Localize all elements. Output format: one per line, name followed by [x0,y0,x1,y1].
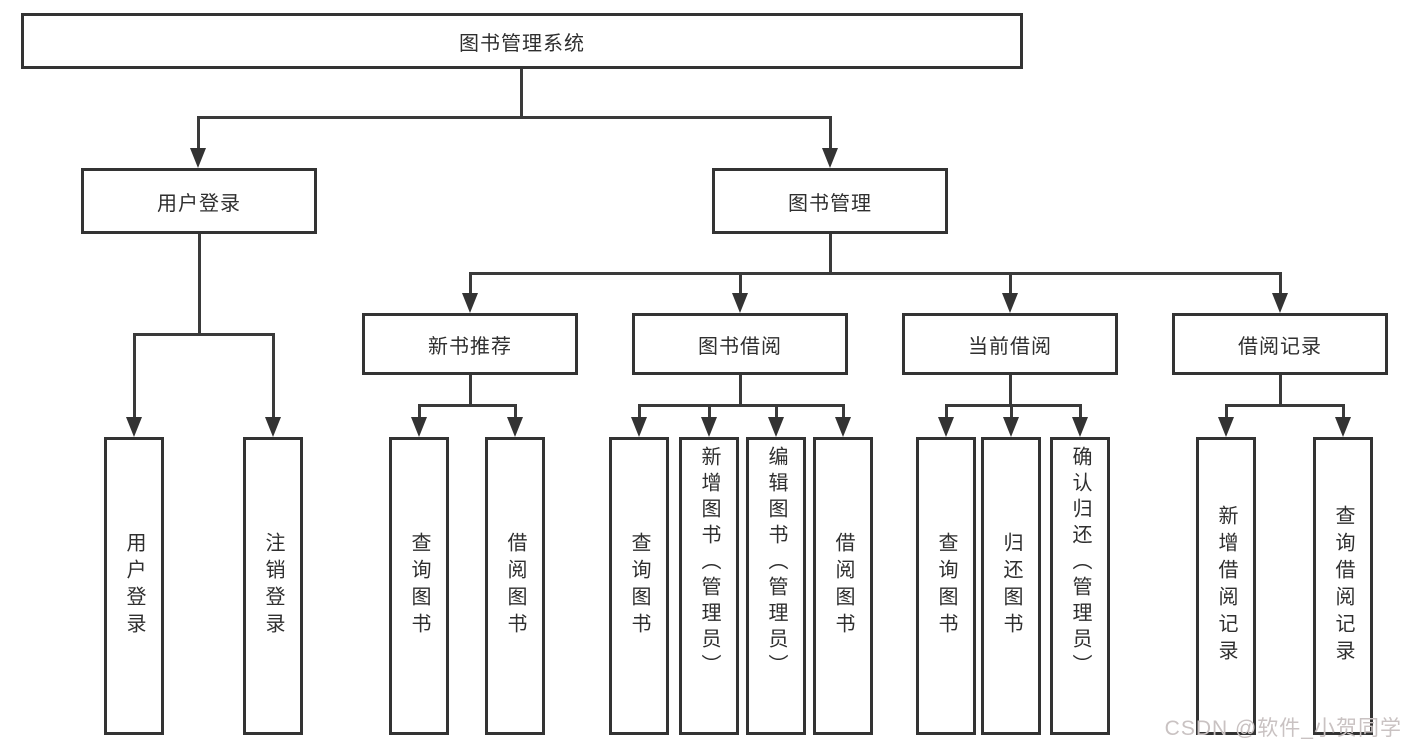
arrow-down-icon [507,417,523,437]
leaf-query-books: 查询图书 [609,437,669,735]
arrow-down-icon [631,417,647,437]
connector-line [198,233,201,336]
connector-line [469,272,472,295]
connector-line [1279,375,1282,407]
node-root-library-system: 图书管理系统 [21,13,1023,69]
arrow-down-icon [938,417,954,437]
connector-line [739,375,742,407]
leaf-edit-books-admin: 编辑图书（管理员） [746,437,806,735]
connector-line [469,272,1282,275]
arrow-down-icon [768,417,784,437]
connector-line [1225,404,1228,419]
arrow-down-icon [1072,417,1088,437]
connector-line [638,404,641,419]
node-label: 用户登录 [157,192,241,215]
leaf-label: 用户登录 [123,532,145,640]
node-user-login: 用户登录 [81,168,317,234]
connector-line [1342,404,1345,419]
leaf-return-books: 归还图书 [981,437,1041,735]
leaf-label: 查询图书 [408,532,430,640]
connector-line [1079,404,1082,419]
node-label: 当前借阅 [968,335,1052,358]
arrow-down-icon [1272,293,1288,313]
connector-line [945,404,948,419]
connector-line [133,333,136,418]
node-label: 图书管理 [788,192,872,215]
connector-line [945,404,1082,407]
connector-line [272,333,275,418]
leaf-logout: 注销登录 [243,437,303,735]
leaf-confirm-return-admin: 确认归还（管理员） [1050,437,1110,735]
arrow-down-icon [1335,417,1351,437]
leaf-label: 编辑图书（管理员） [765,446,787,680]
leaf-label: 注销登录 [262,532,284,640]
arrow-down-icon [701,417,717,437]
connector-line [1279,272,1282,295]
csdn-watermark: CSDN @软件_小贺同学 [1164,717,1402,740]
node-label: 借阅记录 [1238,335,1322,358]
leaf-label: 新增借阅记录 [1215,505,1237,667]
connector-line [829,116,832,150]
node-new-book-recommend: 新书推荐 [362,313,578,375]
connector-line [1225,404,1345,407]
connector-line [197,116,200,150]
arrow-down-icon [1218,417,1234,437]
node-label: 图书管理系统 [459,32,585,55]
connector-line [1010,404,1013,419]
leaf-query-borrow-record: 查询借阅记录 [1313,437,1373,735]
arrow-down-icon [835,417,851,437]
arrow-down-icon [462,293,478,313]
leaf-add-borrow-record: 新增借阅记录 [1196,437,1256,735]
connector-line [418,404,517,407]
connector-line [197,116,832,119]
connector-line [775,404,778,419]
connector-line [1009,375,1012,407]
node-label: 新书推荐 [428,335,512,358]
arrow-down-icon [190,148,206,168]
leaf-borrow-books: 借阅图书 [485,437,545,735]
connector-line [520,69,523,118]
arrow-down-icon [732,293,748,313]
connector-line [842,404,845,419]
leaf-add-books-admin: 新增图书（管理员） [679,437,739,735]
leaf-label: 查询借阅记录 [1332,505,1354,667]
connector-line [638,404,845,407]
leaf-label: 归还图书 [1000,532,1022,640]
node-book-management: 图书管理 [712,168,948,234]
leaf-label: 新增图书（管理员） [698,446,720,680]
node-label: 图书借阅 [698,335,782,358]
leaf-label: 确认归还（管理员） [1069,446,1091,680]
connector-line [418,404,421,419]
leaf-label: 借阅图书 [832,532,854,640]
leaf-query-books: 查询图书 [916,437,976,735]
connector-line [708,404,711,419]
arrow-down-icon [411,417,427,437]
node-book-borrow: 图书借阅 [632,313,848,375]
node-borrow-records: 借阅记录 [1172,313,1388,375]
connector-line [133,333,275,336]
leaf-query-books: 查询图书 [389,437,449,735]
arrow-down-icon [1003,417,1019,437]
connector-line [739,272,742,295]
connector-line [514,404,517,419]
leaf-user-login: 用户登录 [104,437,164,735]
leaf-label: 借阅图书 [504,532,526,640]
node-current-borrow: 当前借阅 [902,313,1118,375]
arrow-down-icon [1002,293,1018,313]
arrow-down-icon [822,148,838,168]
arrow-down-icon [126,417,142,437]
connector-line [829,233,832,275]
arrow-down-icon [265,417,281,437]
leaf-label: 查询图书 [628,532,650,640]
connector-line [469,375,472,407]
connector-line [1009,272,1012,295]
leaf-borrow-books: 借阅图书 [813,437,873,735]
leaf-label: 查询图书 [935,532,957,640]
